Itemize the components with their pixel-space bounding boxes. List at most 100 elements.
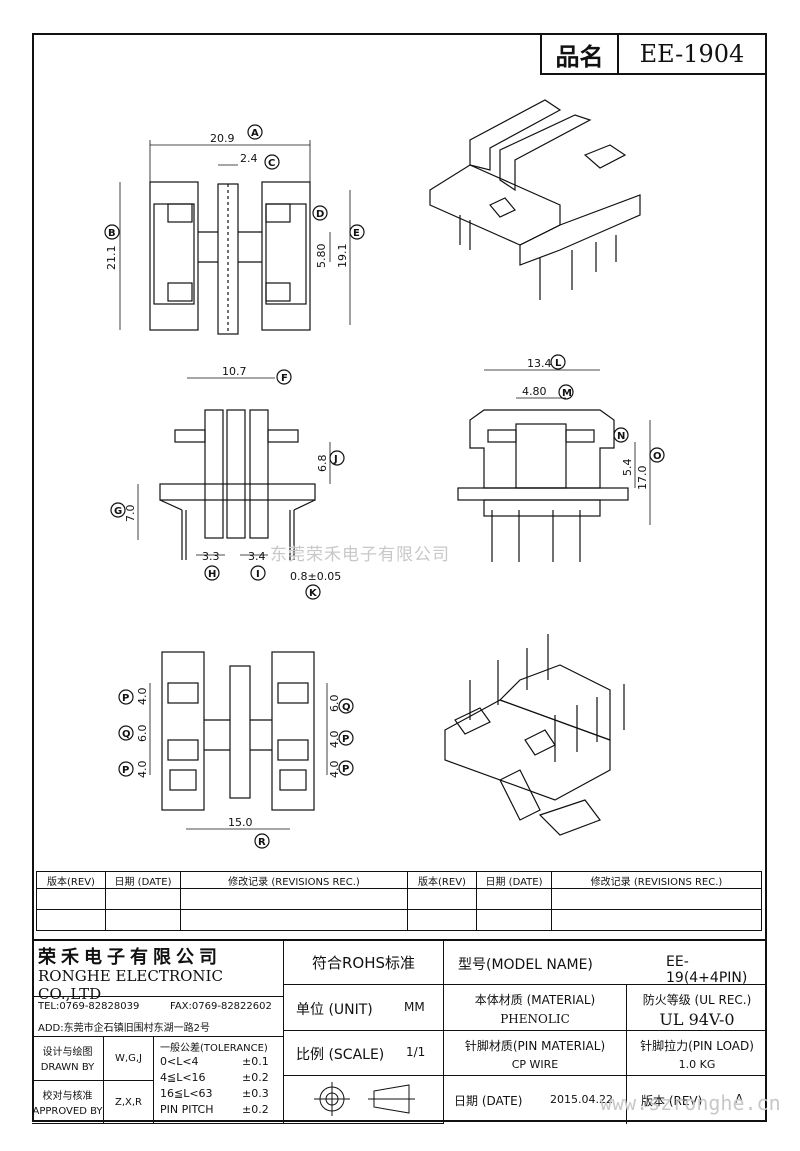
tol-range-1: 0<L<4 [160, 1055, 199, 1068]
tolerance-title: 一般公差(TOLERANCE) [160, 1043, 268, 1054]
dim-i-value: 3.4 [248, 550, 266, 563]
approved-value: Z,X,R [104, 1081, 154, 1124]
tol-value-1: ±0.1 [242, 1055, 269, 1068]
technical-drawing: 20.9 2.4 21.1 5.80 19.1 A C B D E [104, 99, 665, 849]
check-label-cell: 校对与核准 APPROVED BY [32, 1081, 104, 1124]
title-block: 荣禾电子有限公司 RONGHE ELECTRONIC CO.,LTD TEL:0… [32, 939, 767, 1124]
front-view [119, 140, 351, 335]
svg-text:I: I [256, 569, 260, 580]
rev-header-record-2: 修改记录 (REVISIONS REC.) [551, 871, 762, 889]
dim-f-value: 10.7 [222, 365, 247, 378]
svg-text:L: L [555, 358, 562, 369]
part-name-label: 品名 [542, 35, 619, 73]
revision-table: 版本(REV) 日期 (DATE) 修改记录 (REVISIONS REC.) … [36, 871, 762, 931]
pin-load-value: 1.0 KG [678, 1058, 716, 1071]
pin-material-value: CP WIRE [511, 1058, 559, 1071]
svg-text:B: B [108, 228, 116, 239]
contact-cell: TEL:0769-82828039 FAX:0769-82822602 ADD:… [32, 997, 284, 1037]
pin-material-cell: 针脚材质(PIN MATERIAL) CP WIRE [444, 1031, 627, 1076]
dim-q2-value: 6.0 [328, 695, 341, 713]
rev-header-record: 修改记录 (REVISIONS REC.) [180, 871, 408, 889]
version-cell: 版本 (REV) A [627, 1076, 767, 1124]
isometric-view-bottom [444, 634, 625, 836]
svg-text:J: J [333, 454, 338, 465]
company-cell: 荣禾电子有限公司 RONGHE ELECTRONIC CO.,LTD [32, 941, 284, 1003]
tol-range-4: PIN PITCH [160, 1103, 214, 1116]
watermark-company: 东莞荣禾电子有限公司 [270, 545, 450, 565]
scale-cell: 比例 (SCALE) 1/1 [284, 1031, 444, 1076]
model-label: 型号(MODEL NAME) [458, 957, 593, 973]
watermark-url: www.szronghe.cn [600, 1091, 781, 1115]
scale-value: 1/1 [406, 1045, 426, 1059]
pin-load-label: 针脚拉力(PIN LOAD) [640, 1039, 754, 1053]
pin-load-cell: 针脚拉力(PIN LOAD) 1.0 KG [627, 1031, 767, 1076]
tol-range-2: 4≦L<16 [160, 1071, 206, 1084]
version-label: 版本 (REV) [641, 1094, 703, 1108]
dim-o-value: 17.0 [636, 466, 649, 491]
svg-text:M: M [562, 388, 572, 399]
rev-header-date-2: 日期 (DATE) [476, 871, 552, 889]
company-name-en: RONGHE ELECTRONIC CO.,LTD [38, 967, 223, 1003]
fire-rating-label: 防火等级 (UL REC.) [642, 993, 752, 1007]
svg-text:K: K [309, 588, 318, 599]
svg-text:P: P [342, 734, 349, 745]
rev-header-rev-2: 版本(REV) [407, 871, 477, 889]
dim-p1-value: 4.0 [136, 688, 149, 706]
material-cell: 本体材质 (MATERIAL) PHENOLIC [444, 985, 627, 1031]
svg-text:N: N [617, 431, 625, 442]
tolerance-cell: 一般公差(TOLERANCE) 0<L<4 ±0.1 4≦L<16 ±0.2 1… [154, 1037, 284, 1124]
bottom-view [149, 651, 328, 830]
svg-text:O: O [653, 451, 662, 462]
model-value: EE-19(4+4PIN) [666, 954, 748, 986]
date-label: 日期 (DATE) [454, 1094, 523, 1108]
fire-rating-value: UL 94V-0 [659, 1010, 735, 1029]
dim-c-value: 2.4 [240, 152, 258, 165]
dim-a-value: 20.9 [210, 132, 235, 145]
dim-letter-markers-4: P Q P Q P P R [118, 689, 354, 849]
drawn-by-value: W,G,J [104, 1037, 154, 1081]
pin-material-label: 针脚材质(PIN MATERIAL) [464, 1039, 606, 1053]
end-view [457, 369, 651, 562]
part-number: EE-1904 [639, 40, 745, 68]
svg-text:D: D [316, 209, 324, 220]
dim-h-value: 3.3 [202, 550, 220, 563]
model-cell: 型号(MODEL NAME) EE-19(4+4PIN) [444, 941, 767, 986]
svg-text:H: H [208, 569, 216, 580]
rev-header-rev: 版本(REV) [36, 871, 106, 889]
check-label: 校对与核准 [42, 1091, 93, 1102]
side-view [137, 377, 331, 560]
dim-n-value: 5.4 [621, 459, 634, 477]
unit-label: 单位 (UNIT) [296, 1002, 373, 1018]
version-value: A [735, 1092, 744, 1106]
rev-header-date: 日期 (DATE) [105, 871, 181, 889]
drawn-by-label: DRAWN BY [40, 1062, 95, 1073]
tel: TEL:0769-82828039 [38, 1001, 140, 1012]
date-cell: 日期 (DATE) 2015.04.22 [444, 1076, 627, 1124]
date-value: 2015.04.22 [550, 1093, 613, 1106]
scale-label: 比例 (SCALE) [296, 1047, 385, 1063]
material-value: PHENOLIC [500, 1012, 570, 1026]
dim-p2-value: 4.0 [136, 761, 149, 779]
fax: FAX:0769-82822602 [170, 1001, 272, 1012]
tol-value-4: ±0.2 [242, 1103, 269, 1116]
svg-text:R: R [258, 837, 266, 848]
dim-r-value: 15.0 [228, 816, 253, 829]
design-label-cell: 设计与绘图 DRAWN BY [32, 1037, 104, 1081]
company-name-cn: 荣禾电子有限公司 [38, 947, 222, 968]
dim-e-value: 19.1 [336, 244, 349, 269]
dim-p4-value: 4.0 [328, 761, 341, 779]
dim-q1-value: 6.0 [136, 725, 149, 743]
tol-range-3: 16≦L<63 [160, 1087, 213, 1100]
svg-text:C: C [268, 158, 275, 169]
material-label: 本体材质 (MATERIAL) [474, 993, 596, 1007]
fire-rating-cell: 防火等级 (UL REC.) UL 94V-0 [627, 985, 767, 1031]
unit-cell: 单位 (UNIT) MM [284, 985, 444, 1031]
dim-k-value: 0.8±0.05 [290, 570, 341, 583]
tol-value-3: ±0.3 [242, 1087, 269, 1100]
address: ADD:东莞市企石镇旧围村东湖一路2号 [38, 1023, 210, 1034]
svg-text:G: G [114, 506, 122, 517]
rohs-label: 符合ROHS标准 [284, 941, 444, 985]
dim-j-value: 6.8 [316, 455, 329, 473]
svg-text:F: F [281, 373, 288, 384]
tol-value-2: ±0.2 [242, 1071, 269, 1084]
